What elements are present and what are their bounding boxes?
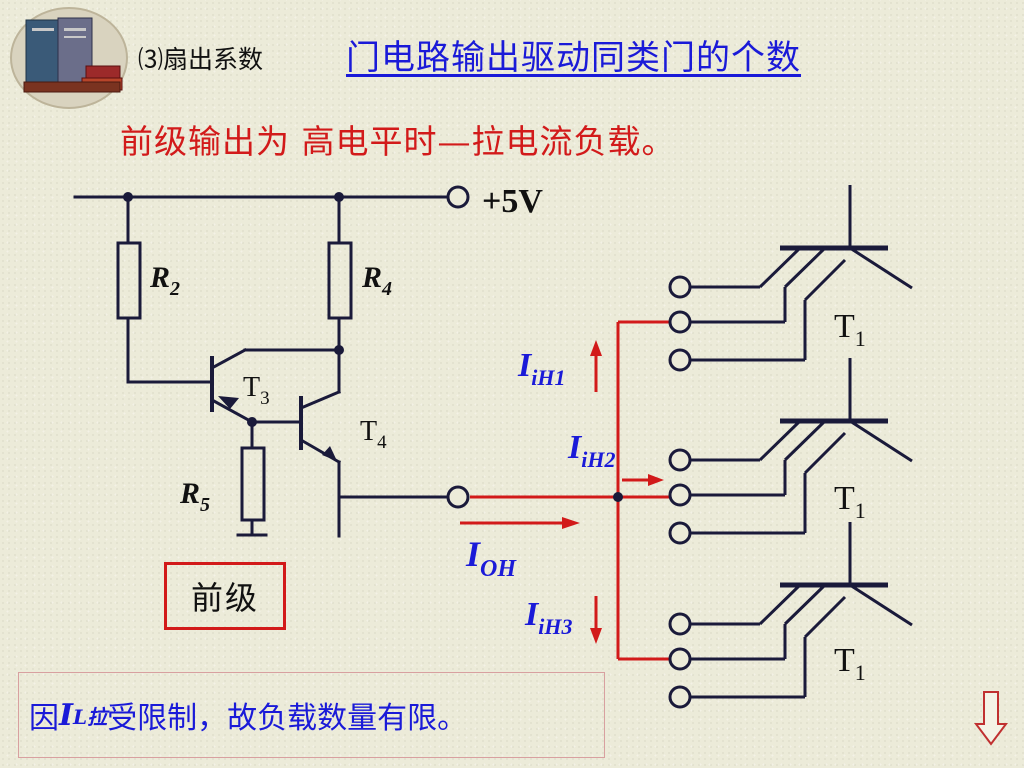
t1-label-middle: T1 — [834, 480, 866, 523]
ioh-label: IOH — [465, 534, 517, 582]
note-suffix: 受限制，故负载数量有限。 — [107, 701, 468, 736]
r4-label: R4 — [361, 261, 392, 300]
t3-emitter-arrow — [218, 396, 239, 409]
iih2-arrow — [648, 474, 664, 486]
note-prefix: 因 — [29, 701, 59, 736]
resistor-r4 — [327, 241, 353, 320]
page-title: 门电路输出驱动同类门的个数 — [346, 38, 801, 78]
load-gate-t1-top — [668, 185, 913, 372]
book-stack-icon — [10, 7, 128, 109]
iih1-arrow — [590, 340, 602, 356]
supply-label: +5V — [482, 183, 543, 220]
r2-label: R2 — [149, 261, 180, 300]
output-terminal — [446, 485, 470, 509]
note-subscript: L拉 — [73, 704, 108, 729]
r5-label: R5 — [179, 477, 210, 516]
iih1-label: IiH1 — [517, 347, 565, 390]
resistor-r5 — [240, 446, 266, 522]
t4-label: T4 — [360, 416, 387, 453]
iih2-label: IiH2 — [567, 429, 615, 472]
prestage-label: 前级 — [164, 562, 286, 630]
t3-label: T3 — [243, 372, 270, 409]
t1-label-top: T1 — [834, 308, 866, 351]
note-symbol: I — [59, 697, 74, 733]
load-gate-t1-middle — [668, 358, 913, 545]
iih3-arrow — [590, 628, 602, 644]
t4-emitter-arrow — [322, 446, 337, 461]
load-gate-t1-bottom — [668, 522, 913, 709]
ioh-arrow — [562, 517, 580, 529]
t1-label-bottom: T1 — [834, 642, 866, 685]
subtitle: 前级输出为 高电平时—拉电流负载。 — [120, 122, 676, 161]
iih3-label: IiH3 — [524, 596, 572, 639]
down-arrow-icon[interactable] — [974, 690, 1008, 746]
section-label: ⑶扇出系数 — [138, 45, 264, 74]
supply-terminal — [446, 185, 470, 209]
resistor-r2 — [116, 241, 142, 320]
